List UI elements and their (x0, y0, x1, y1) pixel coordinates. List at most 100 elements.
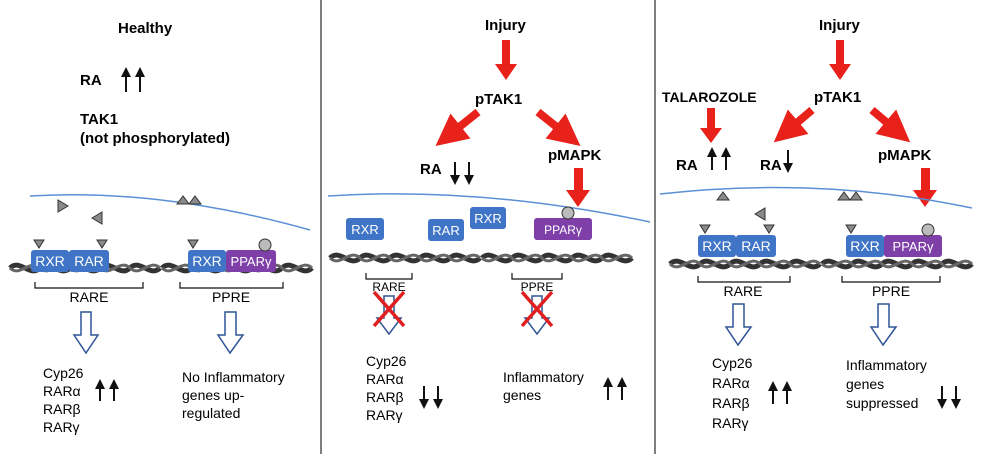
rar-box (428, 219, 464, 241)
rare-label: RARE (724, 283, 763, 299)
outcome-line: Cyp26 (712, 355, 753, 371)
ligand-icon (716, 191, 730, 201)
ppar-label: PPARγ (231, 254, 272, 269)
outcome-line: RARα (366, 371, 404, 387)
hollow-down-arrow (724, 303, 753, 347)
outcome-up-arrows (95, 379, 119, 401)
response-element-bracket (841, 276, 941, 283)
ligand-icon (188, 195, 202, 205)
outcome-line: genes (503, 387, 541, 403)
rar-box (69, 250, 109, 272)
outcome-line: RARα (712, 375, 750, 391)
outcome-line: RARβ (366, 389, 404, 405)
red-arrow (566, 168, 590, 207)
ppar-label: PPARγ (544, 223, 582, 237)
outcome-up-arrows (768, 381, 792, 404)
rxr-label: RXR (474, 211, 501, 226)
response-element-bracket (34, 282, 144, 289)
ra-down-arrows (450, 162, 474, 185)
ptak1-label: pTAK1 (814, 89, 861, 106)
ligand-icon (699, 224, 711, 234)
panel-healthy: Healthy RA TAK1 (not phosphorylated) RXR… (8, 20, 314, 435)
outcome-up-arrows (603, 377, 627, 400)
response-element-bracket (697, 276, 791, 283)
dna-strand (668, 258, 822, 270)
ppar-label: PPARγ (893, 239, 934, 254)
cell-membrane (29, 193, 311, 231)
blocked-cross-icon (372, 290, 406, 328)
ppar-box (226, 250, 276, 272)
dna-strand (328, 252, 482, 264)
cell-membrane (659, 186, 973, 209)
ppre-label: PPRE (872, 283, 910, 299)
tak1-note: (not phosphorylated) (80, 130, 230, 147)
ppar-box (884, 235, 942, 257)
red-arrow (869, 106, 911, 143)
dna-strand (480, 252, 634, 264)
rare-label: RARE (70, 289, 109, 305)
ligand-icon (57, 199, 69, 213)
outcome-line: Inflammatory (846, 357, 927, 373)
panel-title: Injury (485, 17, 526, 34)
outcome-down-arrows (419, 386, 443, 409)
rare-label: RARE (372, 280, 405, 294)
red-arrow (535, 108, 581, 146)
response-element-bracket (179, 282, 284, 289)
rxr-label: RXR (35, 253, 65, 269)
ligand-icon (763, 224, 775, 234)
talarozole-label: TALAROZOLE (662, 89, 757, 105)
ppre-label: PPRE (521, 280, 554, 294)
ligand-icon (33, 239, 45, 249)
phosphate-icon (258, 238, 272, 252)
response-element-bracket (365, 273, 413, 280)
ra-label: RA (760, 157, 782, 174)
rxr-label: RXR (351, 222, 378, 237)
outcome-line: genes (846, 376, 884, 392)
ra-label: RA (676, 157, 698, 174)
panel-injury-talarozole: Injury TALAROZOLE pTAK1 RA RA pMAPK RXR … (659, 17, 974, 431)
outcome-line: RARγ (366, 407, 403, 423)
rar-box (736, 235, 776, 257)
outcome-line: RARα (43, 383, 81, 399)
red-arrow (495, 40, 517, 80)
rxr-box (188, 250, 226, 272)
rxr-box (346, 218, 384, 240)
outcome-line: suppressed (846, 395, 918, 411)
hollow-down-arrow (216, 311, 245, 355)
panel-injury: Injury pTAK1 RA pMAPK RXR RAR RXR PPARγ (327, 17, 651, 423)
rar-label: RAR (74, 253, 104, 269)
rxr-box (470, 207, 506, 229)
tak1-label: TAK1 (80, 111, 118, 128)
cell-membrane (327, 193, 651, 223)
ligand-icon (837, 191, 851, 201)
rxr-label: RXR (850, 238, 880, 254)
panel-title: Healthy (118, 20, 173, 37)
pmapk-label: pMAPK (548, 147, 601, 164)
ligand-icon (91, 211, 103, 225)
hollow-down-arrow (72, 311, 100, 355)
ligand-icon (187, 239, 199, 249)
outcome-line: No Inflammatory (182, 369, 285, 385)
ligand-icon (754, 207, 766, 221)
panel-title: Injury (819, 17, 860, 34)
rar-label: RAR (432, 223, 459, 238)
rxr-box (698, 235, 736, 257)
red-arrow (435, 108, 481, 146)
ligand-icon (845, 224, 857, 234)
dna-strand (820, 258, 974, 270)
outcome-line: RARγ (712, 415, 749, 431)
outcome-line: regulated (182, 405, 240, 421)
red-arrow (700, 108, 722, 143)
outcome-line: Inflammatory (503, 369, 584, 385)
ppar-box (534, 218, 592, 240)
rxr-label: RXR (702, 238, 732, 254)
rar-label: RAR (741, 238, 771, 254)
rxr-box (31, 250, 69, 272)
red-arrow (773, 106, 815, 143)
outcome-line: RARβ (712, 395, 750, 411)
blocked-cross-icon (520, 290, 554, 328)
outcome-line: RARγ (43, 419, 80, 435)
ra-label: RA (80, 72, 102, 89)
ppre-label: PPRE (212, 289, 250, 305)
